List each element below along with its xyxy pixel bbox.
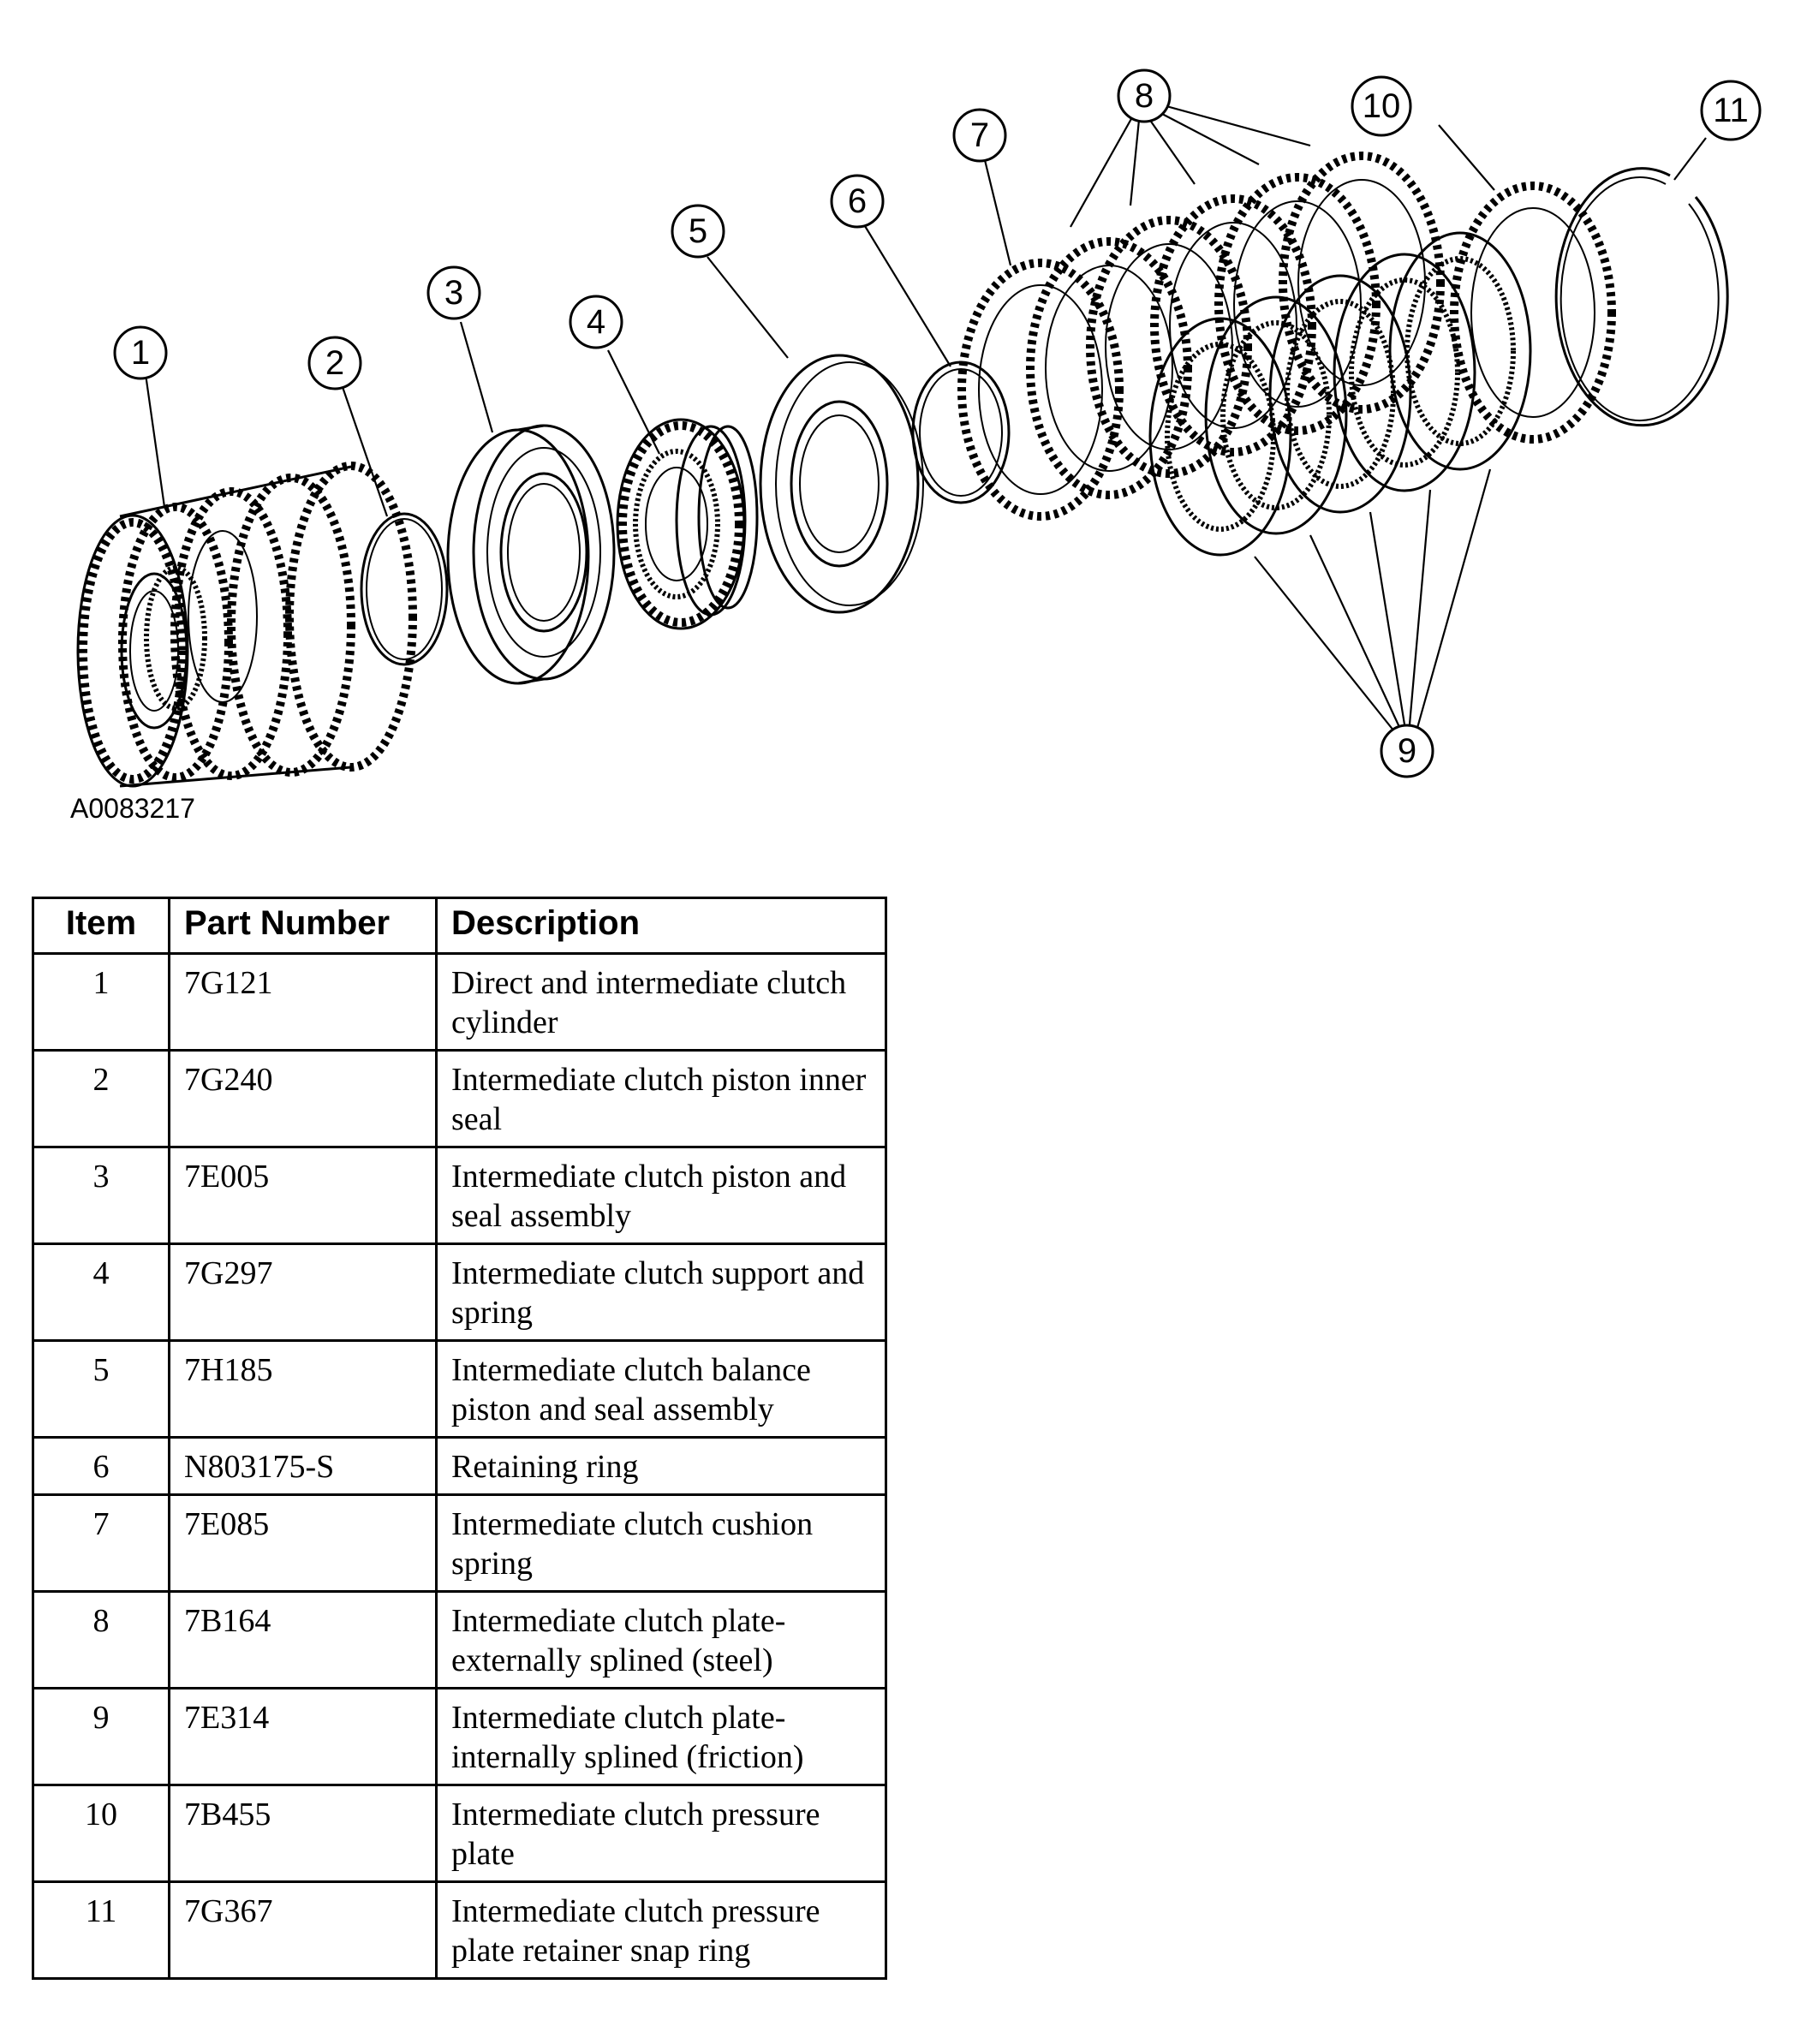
part-1-clutch-cylinder	[76, 462, 417, 788]
callout-5: 5	[671, 204, 725, 259]
table-row: 8 7B164 Intermediate clutch plate-extern…	[32, 1590, 887, 1689]
figure-id: A0083217	[70, 793, 195, 824]
table-row: 3 7E005 Intermediate clutch piston and s…	[32, 1146, 887, 1245]
cell-part-number: 7E085	[168, 1493, 438, 1593]
cell-description: Intermediate clutch plate-internally spl…	[435, 1687, 887, 1786]
callout-2: 2	[307, 336, 362, 390]
cell-item: 1	[32, 952, 170, 1052]
table-header-row: Item Part Number Description	[32, 897, 887, 955]
callout-7-label: 7	[970, 116, 989, 154]
table-row: 10 7B455 Intermediate clutch pressure pl…	[32, 1784, 887, 1883]
cell-description: Direct and intermediate clutch cylinder	[435, 952, 887, 1052]
cell-item: 2	[32, 1049, 170, 1148]
callout-9-label: 9	[1398, 732, 1416, 770]
parts-table: Item Part Number Description 1 7G121 Dir…	[32, 897, 887, 1980]
cell-part-number: N803175-S	[168, 1436, 438, 1496]
part-7-cushion-spring	[957, 259, 1124, 521]
cell-part-number: 7B455	[168, 1784, 438, 1883]
part-2-inner-seal	[360, 512, 449, 666]
cell-item: 4	[32, 1242, 170, 1342]
callout-4-label: 4	[587, 303, 605, 341]
callout-3-label: 3	[444, 274, 463, 312]
cell-description: Intermediate clutch cushion spring	[435, 1493, 887, 1593]
callout-11-label: 11	[1713, 92, 1749, 129]
cell-description: Intermediate clutch support and spring	[435, 1242, 887, 1342]
cell-item: 6	[32, 1436, 170, 1496]
table-row: 4 7G297 Intermediate clutch support and …	[32, 1242, 887, 1342]
exploded-view-svg: 1 2 3 4 5 6 7 8 9 10 11	[76, 69, 1762, 788]
callout-10: 10	[1351, 75, 1412, 137]
callout-3: 3	[426, 265, 481, 320]
cell-item: 10	[32, 1784, 170, 1883]
cell-description: Intermediate clutch plate-externally spl…	[435, 1590, 887, 1689]
cell-description: Intermediate clutch piston and seal asse…	[435, 1146, 887, 1245]
cell-part-number: 7G121	[168, 952, 438, 1052]
cell-description: Intermediate clutch balance piston and s…	[435, 1339, 887, 1439]
cell-item: 3	[32, 1146, 170, 1245]
cell-part-number: 7G367	[168, 1880, 438, 1980]
cell-part-number: 7G240	[168, 1049, 438, 1148]
callout-5-label: 5	[689, 212, 707, 250]
callout-8: 8	[1117, 69, 1172, 123]
cell-description: Intermediate clutch pressure plate retai…	[435, 1880, 887, 1980]
cell-item: 5	[32, 1339, 170, 1439]
cell-item: 8	[32, 1590, 170, 1689]
cell-part-number: 7B164	[168, 1590, 438, 1689]
part-10-pressure-plate	[1450, 182, 1616, 444]
cell-part-number: 7H185	[168, 1339, 438, 1439]
table-row: 1 7G121 Direct and intermediate clutch c…	[32, 952, 887, 1052]
callout-8-label: 8	[1135, 77, 1154, 115]
callout-6: 6	[830, 174, 885, 229]
table-row: 7 7E085 Intermediate clutch cushion spri…	[32, 1493, 887, 1593]
part-11-snap-ring	[1554, 167, 1729, 427]
exploded-view-diagram: 1 2 3 4 5 6 7 8 9 10 11	[0, 0, 1801, 848]
table-row: 9 7E314 Intermediate clutch plate-intern…	[32, 1687, 887, 1786]
cell-description: Retaining ring	[435, 1436, 887, 1496]
callout-4: 4	[569, 295, 623, 349]
callout-11: 11	[1700, 80, 1762, 141]
callout-9: 9	[1380, 724, 1434, 778]
table-row: 6 N803175-S Retaining ring	[32, 1436, 887, 1496]
cell-description: Intermediate clutch piston inner seal	[435, 1049, 887, 1148]
table-row: 2 7G240 Intermediate clutch piston inner…	[32, 1049, 887, 1148]
cell-item: 9	[32, 1687, 170, 1786]
table-row: 11 7G367 Intermediate clutch pressure pl…	[32, 1880, 887, 1980]
part-6-retaining-ring	[911, 361, 1011, 504]
callout-2-label: 2	[325, 344, 344, 382]
cell-description: Intermediate clutch pressure plate	[435, 1784, 887, 1883]
cell-part-number: 7G297	[168, 1242, 438, 1342]
header-description: Description	[435, 897, 887, 955]
part-8-9-clutch-plate-stack	[1026, 152, 1532, 557]
callout-1: 1	[113, 325, 168, 380]
header-item: Item	[32, 897, 170, 955]
cell-item: 7	[32, 1493, 170, 1593]
cell-item: 11	[32, 1880, 170, 1980]
leader-lines	[144, 104, 1707, 732]
table-row: 5 7H185 Intermediate clutch balance pist…	[32, 1339, 887, 1439]
callout-7: 7	[952, 108, 1007, 163]
part-3-piston-assembly	[446, 424, 616, 685]
part-5-balance-piston	[759, 354, 924, 614]
callout-6-label: 6	[848, 182, 867, 220]
part-4-support-spring	[616, 418, 759, 630]
cell-part-number: 7E005	[168, 1146, 438, 1245]
cell-part-number: 7E314	[168, 1687, 438, 1786]
callout-10-label: 10	[1363, 87, 1401, 125]
header-part-number: Part Number	[168, 897, 438, 955]
callout-1-label: 1	[131, 334, 150, 372]
